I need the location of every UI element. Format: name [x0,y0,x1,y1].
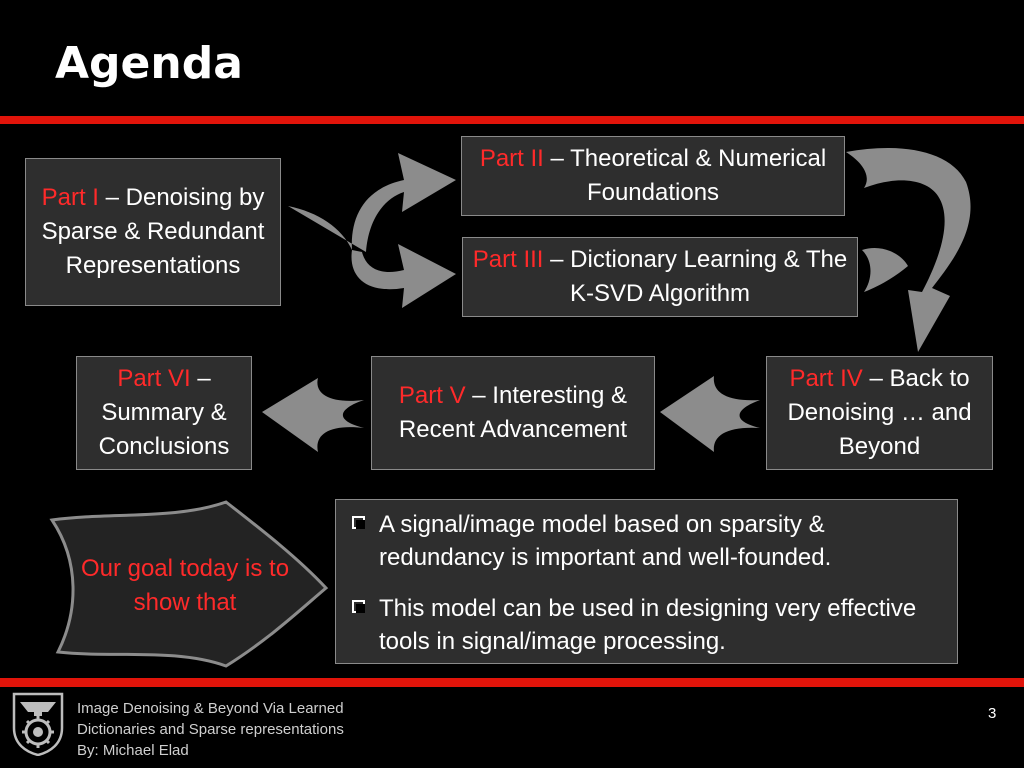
goal-text: Our goal today is to show that [80,555,290,616]
bullet-text: This model can be used in designing very… [379,595,917,655]
part-3-box: Part III – Dictionary Learning & The K-S… [462,237,858,317]
part-3-text: – Dictionary Learning & The K-SVD Algori… [543,246,848,307]
part-4-text: – Back to Denoising … and Beyond [787,365,972,460]
part-5-box: Part V – Interesting & Recent Advancemen… [371,356,655,470]
technion-logo-icon [12,692,64,756]
part-6-text: – Summary & Conclusions [98,365,230,460]
footer-text: Image Denoising & Beyond Via Learned Dic… [77,698,344,761]
goal-arrow-shape [49,500,329,668]
part-3-label: Part III [472,246,544,273]
part-5-text: – Interesting & Recent Advancement [398,382,628,443]
slide-title: Agenda [55,38,243,89]
notch-arrow-icon [862,247,908,292]
bottom-red-rule [0,678,1024,687]
footer-line-2: Dictionaries and Sparse representations [77,721,344,738]
part-1-box: Part I – Denoising by Sparse & Redundant… [25,158,281,306]
bullet-text: A signal/image model based on sparsity &… [379,511,832,571]
part-2-label: Part II [479,145,544,172]
fork-arrow-lower-icon [351,244,456,308]
checkbox-bullet-icon [352,516,365,529]
footer-author: By: Michael Elad [77,742,189,759]
footer-line-1: Image Denoising & Beyond Via Learned [77,700,344,717]
part-6-box: Part VI – Summary & Conclusions [76,356,252,470]
bullet-item: This model can be used in designing very… [348,592,947,658]
part-4-box: Part IV – Back to Denoising … and Beyond [766,356,993,470]
checkbox-bullet-icon [352,600,365,613]
part-1-label: Part I [41,184,99,211]
part-6-label: Part VI [117,365,191,392]
left-arrow-v-vi-icon [262,378,364,452]
fork-arrow-upper-icon [288,153,456,252]
part-1-text: – Denoising by Sparse & Redundant Repres… [41,184,265,279]
part-2-box: Part II – Theoretical & Numerical Founda… [461,136,845,216]
bullet-item: A signal/image model based on sparsity &… [348,508,947,574]
curve-arrow-right-icon [846,147,971,352]
left-arrow-iv-v-icon [660,376,760,452]
part-4-label: Part IV [789,365,863,392]
part-2-text: – Theoretical & Numerical Foundations [543,145,827,206]
part-5-label: Part V [398,382,466,409]
page-number: 3 [988,705,997,722]
goal-bullets-box: A signal/image model based on sparsity &… [335,499,958,664]
top-red-rule [0,116,1024,124]
